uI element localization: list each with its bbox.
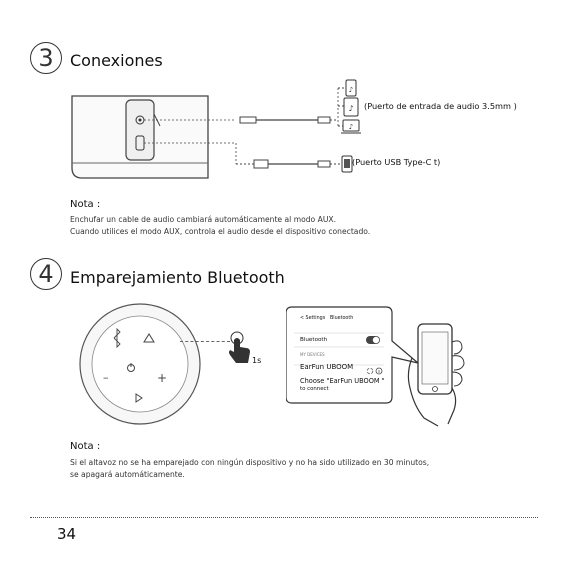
connect-prompt-line1: Choose "EarFun UBOOM " <box>300 377 385 385</box>
callout-audio-port: (Puerto de entrada de audio 3.5mm ) <box>364 101 517 111</box>
hold-time-label: 1s <box>252 356 262 365</box>
section-title-connections: Conexiones <box>70 51 163 70</box>
note-label-3: Nota : <box>70 199 101 210</box>
callout-usb-port: (Puerto USB Type-C t) <box>352 157 441 167</box>
usb-cable <box>144 142 340 169</box>
press-connector-line <box>180 341 230 342</box>
play-icon[interactable] <box>135 393 143 403</box>
speaker-top-view: – + <box>79 303 201 425</box>
connect-prompt-line2: to connect <box>300 386 329 392</box>
settings-back-link[interactable]: < Settings <box>300 316 326 321</box>
hand-holding-phone <box>407 323 465 427</box>
footer-divider <box>30 517 538 518</box>
note-line-3-1: Enchufar un cable de audio cambiará auto… <box>70 215 336 224</box>
my-devices-header: MY DEVICES <box>300 352 325 357</box>
step-number-4: 4 <box>30 258 62 290</box>
spinner-icon <box>366 367 374 375</box>
note-line-3-2: Cuando utilices el modo AUX, controla el… <box>70 227 371 236</box>
bluetooth-label: Bluetooth <box>300 337 328 343</box>
hand-press-icon <box>229 331 250 363</box>
triangle-icon[interactable] <box>143 333 155 343</box>
svg-text:♪: ♪ <box>349 123 353 131</box>
section-title-bluetooth: Emparejamiento Bluetooth <box>70 268 285 287</box>
svg-text:♪: ♪ <box>348 104 353 113</box>
note-line-4-2: se apagará automáticamente. <box>70 470 185 479</box>
page-number: 34 <box>57 525 77 543</box>
settings-bubble <box>286 306 419 404</box>
bluetooth-toggle[interactable] <box>366 336 380 344</box>
usb-device-icon <box>341 155 353 173</box>
connections-diagram: ♪ ♪ ♪ <box>71 79 361 179</box>
note-line-4-1: Si el altavoz no se ha emparejado con ni… <box>70 458 430 467</box>
aux-cable <box>144 87 346 128</box>
speaker-side-view <box>71 95 209 179</box>
note-label-4: Nota : <box>70 441 101 452</box>
laptop-icon: ♪ <box>341 119 361 134</box>
step-number-3: 3 <box>30 42 62 74</box>
power-icon[interactable] <box>127 363 135 372</box>
volume-up-button[interactable]: + <box>157 371 167 385</box>
tablet-icon: ♪ <box>343 97 359 117</box>
bluetooth-icon[interactable] <box>113 327 121 349</box>
volume-down-button[interactable]: – <box>103 371 109 384</box>
device-list-item[interactable]: EarFun UBOOM <box>300 363 354 371</box>
phone-icon: ♪ <box>345 79 357 97</box>
settings-header: Bluetooth <box>330 316 354 321</box>
svg-text:♪: ♪ <box>349 86 353 94</box>
info-icon[interactable] <box>375 367 383 375</box>
